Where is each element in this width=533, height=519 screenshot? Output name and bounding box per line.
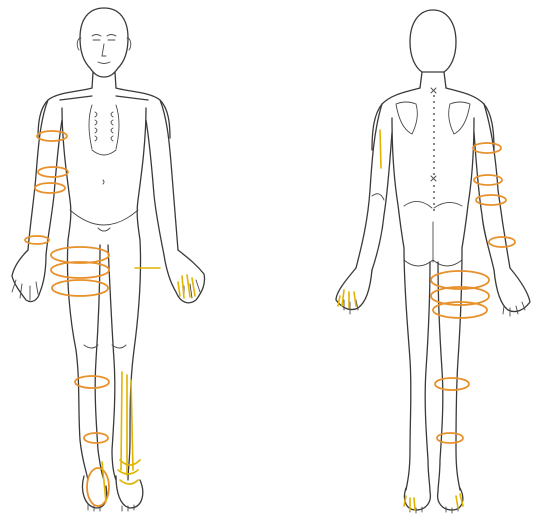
front-face: [92, 35, 116, 64]
back-legs: [404, 248, 462, 492]
front-markings: [25, 131, 109, 506]
back-ring-right-wrist: [489, 237, 515, 247]
front-left-arm: [146, 100, 178, 255]
back-head: [410, 10, 456, 72]
back-torso: [372, 88, 494, 150]
front-ring-right-elbow-upper: [38, 167, 68, 177]
front-view-figure: [12, 8, 205, 511]
front-line-left-palm: [178, 275, 195, 298]
front-line-right-foot: [102, 462, 106, 502]
back-line-left-upper-arm: [380, 130, 381, 168]
back-ring-right-upper-arm: [473, 143, 501, 153]
front-ring-right-knee-below: [75, 376, 109, 388]
front-ring-right-elbow-lower: [35, 183, 65, 193]
back-ring-left-knee: [435, 378, 469, 390]
front-line-markings: [102, 268, 195, 502]
back-line-right-foot: [456, 494, 463, 508]
back-line-markings: [338, 130, 463, 510]
back-left-arm: [356, 104, 392, 270]
back-view-figure: [336, 10, 530, 513]
front-head: [80, 8, 128, 77]
back-spine: [433, 95, 435, 211]
back-markings: [431, 143, 515, 443]
front-legs: [67, 240, 140, 480]
front-ring-right-ankle: [84, 433, 108, 443]
